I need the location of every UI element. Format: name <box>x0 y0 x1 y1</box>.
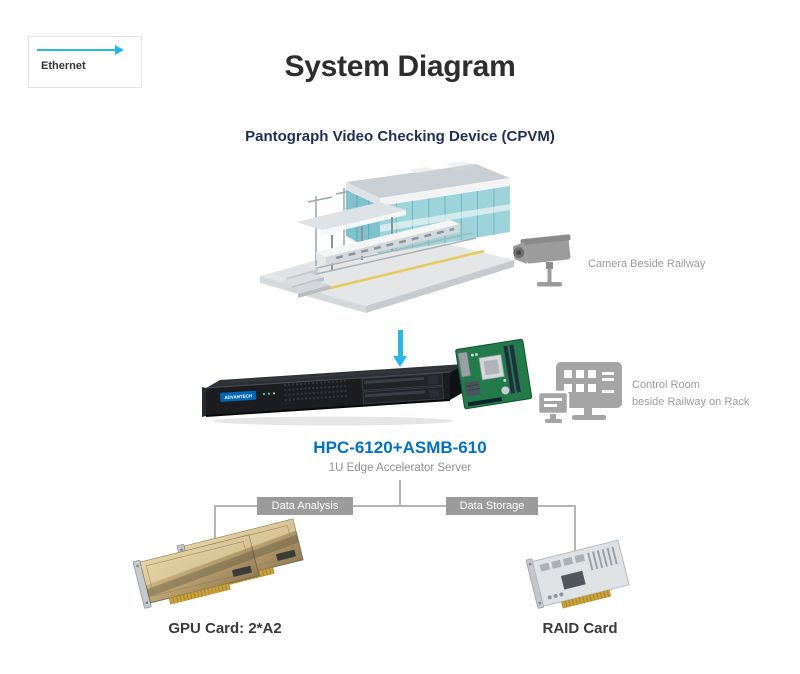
flow-arrow-down-icon <box>393 330 408 368</box>
diagram-subtitle: Pantograph Video Checking Device (CPVM) <box>245 128 555 145</box>
ethernet-legend-label: Ethernet <box>41 60 86 72</box>
connector-left-drop <box>214 505 216 541</box>
motherboard-illustration <box>455 338 533 410</box>
data-analysis-badge: Data Analysis <box>257 497 353 515</box>
connector-right-drop <box>574 505 576 551</box>
stairs <box>272 265 330 298</box>
svg-text:ADVANTECH: ADVANTECH <box>224 393 252 400</box>
data-storage-badge: Data Storage <box>446 497 538 515</box>
raid-card-illustration <box>525 539 630 609</box>
control-room-rack-icon <box>536 362 622 423</box>
server-model-label: HPC-6120+ASMB-610 <box>313 438 487 457</box>
gpu-cards-illustration <box>130 510 315 615</box>
train <box>316 220 460 265</box>
gpu-card-label: GPU Card: 2*A2 <box>168 620 282 637</box>
server-description-label: 1U Edge Accelerator Server <box>328 462 472 474</box>
ethernet-arrow-head-icon <box>115 45 124 55</box>
advantech-logo: ADVANTECH <box>220 390 257 402</box>
server-illustration: ADVANTECH <box>202 364 464 426</box>
ethernet-legend: Ethernet <box>28 36 142 88</box>
connector-stem <box>399 480 401 506</box>
control-room-label: Control Room beside Railway on Rack <box>632 379 750 408</box>
raid-card-label: RAID Card <box>542 620 618 637</box>
connector-horizontal <box>214 505 576 507</box>
ethernet-arrow-icon <box>37 49 117 51</box>
page-title: System Diagram <box>284 50 516 83</box>
camera-label: Camera Beside Railway <box>588 258 706 270</box>
drive-trays <box>361 372 445 405</box>
railway-station-illustration <box>260 161 514 313</box>
camera-icon <box>513 234 571 287</box>
